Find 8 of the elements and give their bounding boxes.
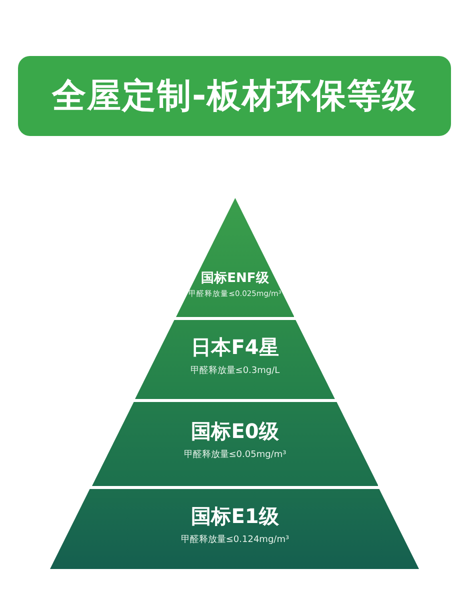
title-banner: 全屋定制-板材环保等级 xyxy=(18,56,451,136)
grade-name: 国标E0级 xyxy=(190,418,280,445)
grade-name: 国标ENF级 xyxy=(200,270,270,288)
emission-limit: 甲醛释放量≤0.05mg/m³ xyxy=(182,448,288,461)
grade-name: 日本F4星 xyxy=(190,334,280,360)
grade-name: 国标E1级 xyxy=(190,503,280,530)
emission-limit: 甲醛释放量≤0.124mg/m³ xyxy=(180,534,290,546)
emission-limit: 甲醛释放量≤0.3mg/L xyxy=(189,364,281,376)
